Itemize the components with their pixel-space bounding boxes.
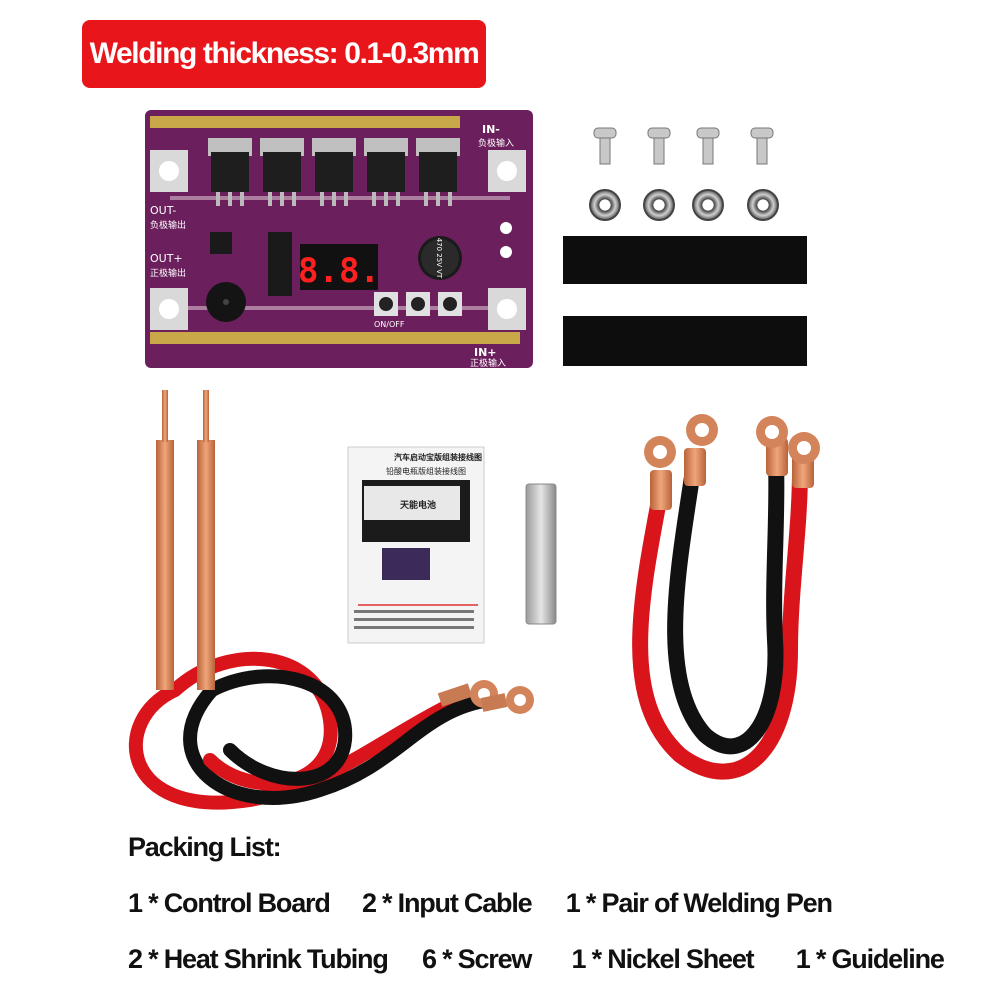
screw xyxy=(593,127,617,165)
packing-item: 6 * Screw xyxy=(421,944,532,974)
packing-item: 1 * Control Board xyxy=(128,888,331,918)
packing-item: 2 * Input Cable xyxy=(361,888,533,918)
guideline-sheet xyxy=(347,446,485,644)
guide-title: 汽车启动宝版组装接线图 xyxy=(394,452,482,462)
ring-terminal xyxy=(437,680,498,708)
on-off-label: ON/OFF xyxy=(374,320,405,329)
packing-list-title: Packing List: xyxy=(128,832,282,862)
led-display-digits: 8.8. xyxy=(298,251,380,291)
nut xyxy=(643,189,675,221)
out-plus-cn-label: 正极输出 xyxy=(150,267,186,279)
banner-text: Welding thickness: 0.1-0.3mm xyxy=(89,37,480,70)
out-minus-label: OUT- xyxy=(150,204,176,217)
product-photo: IN- 负极输入 OUT- 负极输出 OUT+ 正极输出 IN+ 正极输入 ON… xyxy=(128,110,820,810)
packing-list-row-2: 2 * Heat Shrink Tubing 6 * Screw 1 * Nic… xyxy=(128,944,945,975)
nut xyxy=(747,189,779,221)
in-plus-cn-label: 正极输入 xyxy=(470,357,506,369)
nut xyxy=(692,189,724,221)
nickel-sheet xyxy=(525,483,557,625)
heat-shrink-tube xyxy=(563,236,807,284)
guide-subtitle: 铅酸电瓶版组装接线图 xyxy=(386,466,466,476)
mosfet-row xyxy=(208,138,460,206)
nut xyxy=(589,189,621,221)
in-minus-label: IN- xyxy=(482,123,500,136)
packing-item: 1 * Nickel Sheet xyxy=(571,944,755,974)
packing-item: 1 * Pair of Welding Pen xyxy=(565,888,833,918)
capacitor-label: 470 25V VT xyxy=(435,238,443,279)
in-minus-cn-label: 负极输入 xyxy=(478,137,514,149)
in-plus-label: IN+ xyxy=(474,346,497,359)
input-cables xyxy=(632,414,820,780)
screw-set xyxy=(589,127,779,221)
welding-pen-pair xyxy=(128,390,534,810)
screw xyxy=(696,127,720,165)
out-minus-cn-label: 负极输出 xyxy=(150,219,186,231)
heat-shrink-tube xyxy=(563,316,807,366)
packing-list-row-1: 1 * Control Board 2 * Input Cable 1 * Pa… xyxy=(128,888,833,919)
screw xyxy=(750,127,774,165)
out-plus-label: OUT+ xyxy=(150,252,183,265)
welding-thickness-banner: Welding thickness: 0.1-0.3mm xyxy=(82,20,486,88)
control-board xyxy=(145,110,533,368)
ring-terminal xyxy=(480,686,534,714)
packing-item: 2 * Heat Shrink Tubing xyxy=(128,944,389,974)
packing-item: 1 * Guideline xyxy=(795,944,945,974)
screw xyxy=(647,127,671,165)
guide-battery-label: 天能电池 xyxy=(400,499,436,511)
